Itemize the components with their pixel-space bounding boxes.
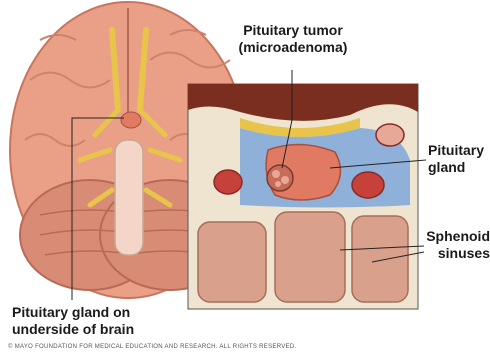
cross-section-panel [188, 84, 418, 309]
label-pituitary-gland-line2: gland [428, 159, 490, 176]
label-sphenoid-line1: Sphenoid [418, 228, 490, 245]
label-underside: Pituitary gland on underside of brain [12, 304, 162, 338]
label-sphenoid-line2: sinuses [418, 245, 490, 262]
label-pituitary-gland-line1: Pituitary [428, 142, 490, 159]
copyright-text: © MAYO FOUNDATION FOR MEDICAL EDUCATION … [8, 344, 296, 350]
label-pituitary-tumor: Pituitary tumor (microadenoma) [228, 22, 358, 56]
label-underside-line1: Pituitary gland on [12, 304, 162, 321]
label-pituitary-tumor-line1: Pituitary tumor [228, 22, 358, 39]
label-underside-line2: underside of brain [12, 321, 162, 338]
label-pituitary-gland: Pituitary gland [428, 142, 490, 176]
label-sphenoid-sinuses: Sphenoid sinuses [418, 228, 490, 262]
label-pituitary-tumor-line2: (microadenoma) [228, 39, 358, 56]
